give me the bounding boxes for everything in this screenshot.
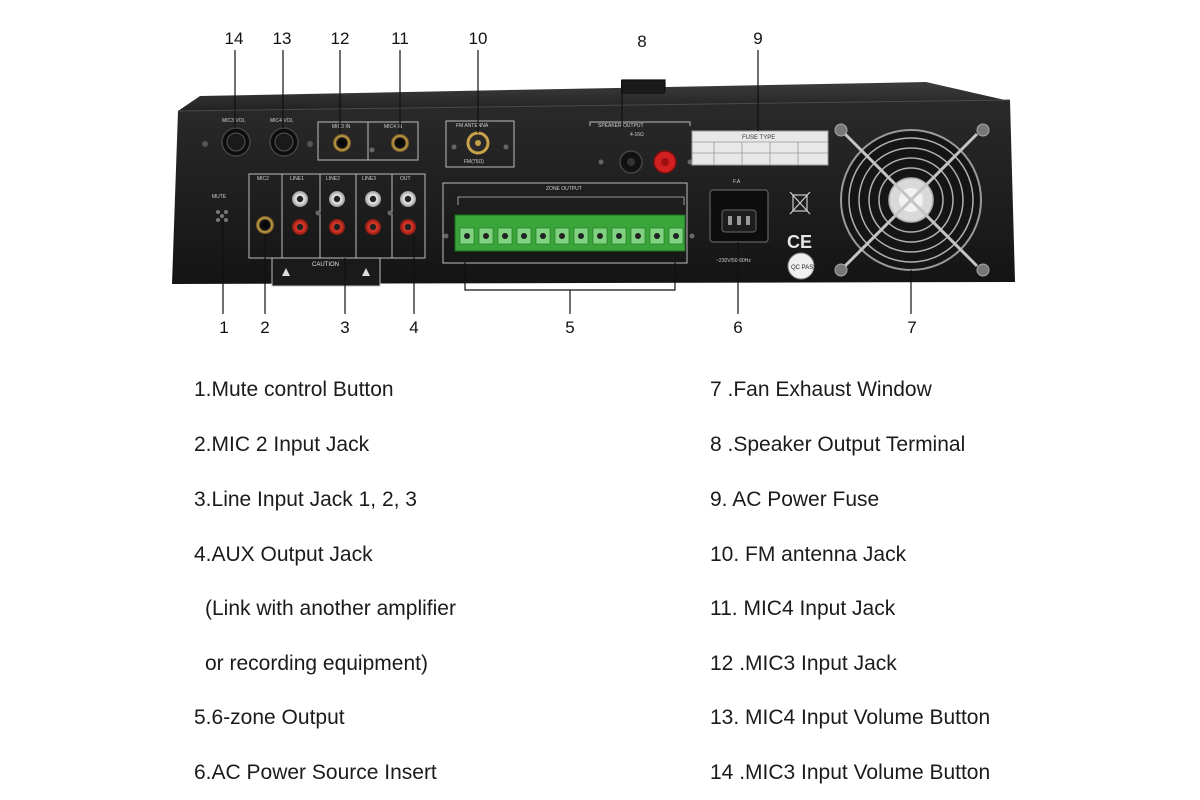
mic3-vol-label: MIC3 VOL	[222, 118, 246, 124]
fm-antenna-label: FM ANTENNA	[456, 123, 489, 129]
callout-2: 2	[260, 318, 270, 337]
mic3-in-label: MIC3 IN	[332, 124, 351, 130]
mic2-label: MIC2	[257, 176, 269, 182]
legend-item-6: 6.AC Power Source Insert	[194, 761, 437, 784]
callout-7: 7	[907, 318, 917, 337]
legend-item-1: 1.Mute control Button	[194, 378, 394, 401]
callout-1: 1	[219, 318, 229, 337]
legend-item-3: 3.Line Input Jack 1, 2, 3	[194, 488, 417, 511]
callout-11: 11	[391, 29, 409, 48]
legend-item-9: 9. AC Power Fuse	[710, 488, 880, 511]
line3-rca-red[interactable]	[365, 219, 381, 235]
aux-out-rca-red[interactable]	[400, 219, 416, 235]
callout-8: 8	[637, 32, 647, 51]
mute-label: MUTE	[212, 194, 227, 200]
legend-item-7: 7 .Fan Exhaust Window	[710, 378, 932, 401]
line3-rca-white[interactable]	[365, 191, 381, 207]
fuse-type-table	[691, 130, 829, 166]
callout-13: 13	[272, 29, 292, 48]
callout-5: 5	[565, 318, 575, 337]
legend-item-11: 11. MIC4 Input Jack	[710, 597, 896, 620]
power-spec-label: ~230V/50-60Hz	[716, 258, 751, 264]
line1-rca-red[interactable]	[292, 219, 308, 235]
legend-item-5: 5.6-zone Output	[194, 706, 345, 729]
legend-item-2: 2.MIC 2 Input Jack	[194, 433, 370, 456]
fan-exhaust-window	[840, 129, 982, 271]
mic3-input-jack[interactable]	[333, 134, 351, 152]
callout-4: 4	[409, 318, 419, 337]
zone-output-terminal-block[interactable]	[454, 214, 686, 252]
speaker-output-label: SPEAKER OUTPUT	[598, 123, 644, 129]
mic4-input-jack[interactable]	[391, 134, 409, 152]
callout-10: 10	[468, 29, 488, 48]
mic4-in-label: MIC4 IN	[384, 124, 403, 130]
legend-item-10: 10. FM antenna Jack	[710, 543, 907, 566]
callout-14: 14	[224, 29, 244, 48]
legend-item-13: 13. MIC4 Input Volume Button	[710, 706, 991, 729]
line3-label: LINE3	[362, 176, 376, 182]
weee-bin-icon	[789, 191, 811, 215]
amplifier-rear-panel: MIC3 VOL MIC4 VOL MIC3 IN MIC4 IN FM ANT…	[172, 50, 1015, 314]
fm-sub-label: FM(75Ω)	[464, 159, 484, 165]
line2-label: LINE2	[326, 176, 340, 182]
callout-12: 12	[330, 29, 350, 48]
line1-rca-white[interactable]	[292, 191, 308, 207]
legend-item-8: 8 .Speaker Output Terminal	[710, 433, 966, 456]
speaker-sub-label: 4-16Ω	[630, 132, 644, 138]
legend-item-12: 12 .MIC3 Input Jack	[710, 652, 897, 675]
line1-label: LINE1	[290, 176, 304, 182]
line2-rca-white[interactable]	[329, 191, 345, 207]
callout-3: 3	[340, 318, 350, 337]
aux-out-rca-white[interactable]	[400, 191, 416, 207]
legend-item-4-note-line1: (Link with another amplifier	[205, 597, 456, 620]
fuse-label: F.A	[733, 179, 741, 185]
legend-item-14: 14 .MIC3 Input Volume Button	[710, 761, 991, 784]
legend-item-4-note-line2: or recording equipment)	[205, 652, 428, 675]
mic2-input-jack[interactable]	[256, 216, 274, 234]
out-label: OUT	[400, 176, 411, 182]
ce-mark: CE	[787, 232, 812, 252]
caution-label	[271, 257, 381, 287]
fuse-type-label: FUSE TYPE	[742, 135, 775, 141]
line2-rca-red[interactable]	[329, 219, 345, 235]
caution-text: CAUTION	[312, 262, 339, 268]
callout-6: 6	[733, 318, 743, 337]
zone-output-label: ZONE OUTPUT	[546, 186, 582, 192]
mute-control-button[interactable]	[216, 210, 228, 222]
callout-9: 9	[753, 29, 763, 48]
legend-item-4: 4.AUX Output Jack	[194, 543, 373, 566]
mic4-vol-label: MIC4 VOL	[270, 118, 294, 124]
qc-pass-mark: QC PASS	[791, 265, 817, 271]
